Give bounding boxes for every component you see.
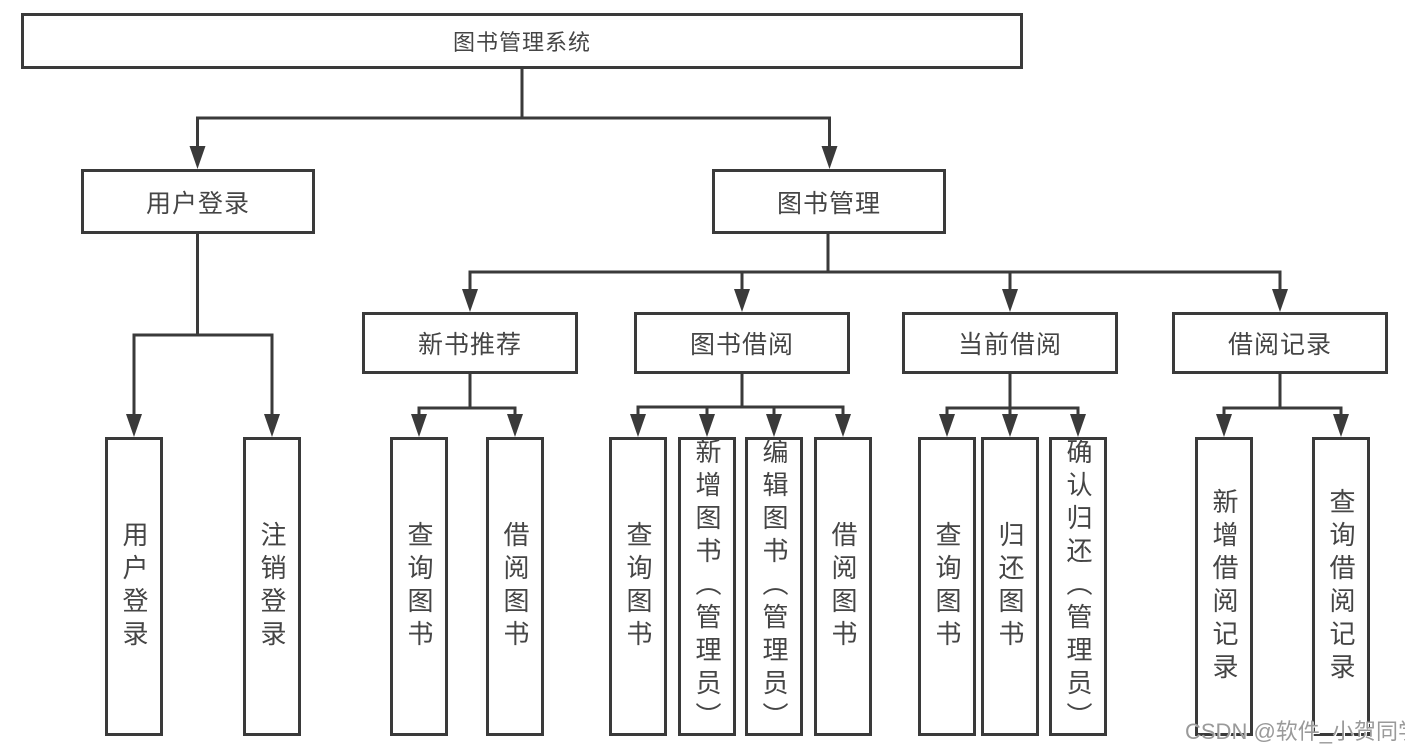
node-label: 确认归还（管理员） [1063, 438, 1093, 735]
node-label: 新书推荐 [417, 331, 522, 359]
arrowhead-recommend [462, 289, 478, 312]
node-label: 新增图书（管理员） [692, 438, 722, 735]
node-label: 查询借阅记录 [1326, 487, 1356, 686]
arrowhead-r1 [411, 414, 427, 437]
leaf-borrow-books-recommend: 借阅图书 [486, 437, 544, 736]
edges-recommend-children [411, 372, 523, 437]
arrowhead-current [1002, 289, 1018, 312]
arrowhead-g2 [1333, 414, 1349, 437]
edges-root-to-level2 [189, 67, 838, 169]
node-borrowing-records: 借阅记录 [1172, 312, 1388, 374]
leaf-edit-books-admin: 编辑图书（管理员） [745, 437, 803, 736]
csdn-watermark: CSDN @软件_小贺同学 [1185, 719, 1405, 744]
leaf-logout: 注销登录 [243, 437, 301, 736]
arrowhead-records [1272, 289, 1288, 312]
leaf-confirm-return-admin: 确认归还（管理员） [1049, 437, 1107, 736]
leaf-user-login: 用户登录 [105, 437, 163, 736]
node-label: 归还图书 [995, 520, 1025, 653]
node-user-login-branch: 用户登录 [81, 169, 315, 234]
arrowhead-c3 [1070, 414, 1086, 437]
node-label: 用户登录 [119, 520, 149, 653]
node-new-book-recommend: 新书推荐 [362, 312, 578, 374]
node-root-library-system: 图书管理系统 [21, 13, 1023, 69]
node-book-management-branch: 图书管理 [712, 169, 946, 234]
arrowhead-user-login [126, 414, 142, 437]
node-label: 借阅图书 [828, 520, 858, 653]
arrowhead-c2 [1002, 414, 1018, 437]
arrowhead-b3 [766, 414, 782, 437]
arrowhead-r2 [507, 414, 523, 437]
node-label: 借阅记录 [1227, 331, 1332, 359]
node-label: 注销登录 [257, 520, 287, 653]
node-label: 借阅图书 [500, 520, 530, 653]
edges-records-children [1216, 372, 1349, 437]
leaf-query-books-current: 查询图书 [918, 437, 976, 736]
leaf-query-books-borrow: 查询图书 [609, 437, 667, 736]
node-label: 图书管理系统 [452, 30, 591, 55]
node-label: 图书管理 [776, 189, 881, 218]
arrowhead-g1 [1216, 414, 1232, 437]
leaf-return-books: 归还图书 [981, 437, 1039, 736]
node-label: 图书借阅 [689, 331, 794, 359]
edges-borrow-children [630, 372, 851, 437]
arrowhead-b1 [630, 414, 646, 437]
arrowhead-login [189, 146, 206, 169]
edges-login-children [126, 232, 280, 437]
arrowhead-logout [264, 414, 280, 437]
leaf-query-borrow-record: 查询借阅记录 [1312, 437, 1370, 736]
node-label: 查询图书 [404, 520, 434, 653]
node-label: 用户登录 [145, 189, 250, 218]
arrowhead-c1 [939, 414, 955, 437]
leaf-borrow-books: 借阅图书 [814, 437, 872, 736]
arrowhead-borrow [734, 289, 750, 312]
arrowhead-b4 [835, 414, 851, 437]
node-current-borrowing: 当前借阅 [902, 312, 1118, 374]
node-label: 新增借阅记录 [1209, 487, 1239, 686]
leaf-add-borrow-record: 新增借阅记录 [1195, 437, 1253, 736]
node-label: 编辑图书（管理员） [759, 438, 789, 735]
leaf-query-books-recommend: 查询图书 [390, 437, 448, 736]
node-label: 查询图书 [932, 520, 962, 653]
node-book-borrowing: 图书借阅 [634, 312, 850, 374]
edges-current-children [939, 372, 1086, 437]
node-label: 查询图书 [623, 520, 653, 653]
node-label: 当前借阅 [957, 331, 1062, 359]
edges-manage-to-level3 [462, 232, 1288, 312]
arrowhead-manage [821, 146, 838, 169]
arrowhead-b2 [699, 414, 715, 437]
leaf-add-books-admin: 新增图书（管理员） [678, 437, 736, 736]
